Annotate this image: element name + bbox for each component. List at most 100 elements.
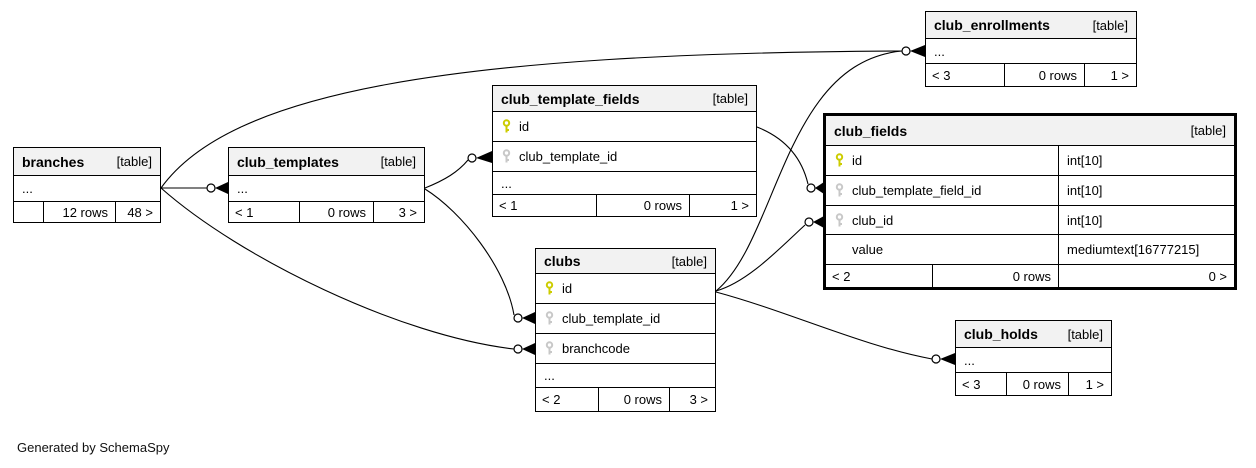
table-name: club_enrollments	[934, 17, 1050, 33]
children-count: 0 >	[1058, 265, 1234, 287]
children-count: 1 >	[1084, 64, 1136, 86]
generator-note: Generated by SchemaSpy	[17, 440, 170, 455]
parents-count: < 1	[235, 204, 254, 220]
edge-branches-club_enrollments	[160, 50, 903, 189]
primary-key-icon	[835, 153, 844, 167]
table-branches[interactable]: branches [table] ... 12 rows 48 >	[13, 147, 161, 223]
column-type: int[10]	[1058, 176, 1234, 205]
column-type: mediumtext[16777215]	[1058, 235, 1234, 264]
column-name: id	[519, 119, 530, 134]
hidden-columns-row: ...	[493, 172, 756, 195]
column-name: branchcode	[562, 341, 630, 356]
column-row-value: value mediumtext[16777215]	[826, 235, 1234, 265]
hidden-columns-row: ...	[229, 176, 424, 202]
table-club_fields[interactable]: club_fields [table] id int[10] club_temp…	[823, 113, 1237, 290]
table-club_fields-header[interactable]: club_fields [table]	[826, 116, 1234, 146]
table-name: club_holds	[964, 326, 1038, 342]
edge-clubs-club_holds	[715, 291, 933, 360]
column-row-club_template_id: club_template_id	[493, 142, 756, 172]
foreign-key-icon	[545, 311, 554, 325]
hidden-columns-row: ...	[14, 176, 160, 202]
table-clubs[interactable]: clubs [table] id club_template_id branch…	[535, 248, 716, 412]
rows-count: 0 rows	[596, 195, 689, 216]
column-name: value	[852, 242, 884, 257]
hidden-columns-row: ...	[926, 39, 1136, 64]
column-row-id: id	[536, 274, 715, 304]
table-branches-header[interactable]: branches [table]	[14, 148, 160, 176]
table-tag: [table]	[671, 253, 707, 269]
marker-club_fields-club_id	[804, 216, 824, 228]
table-tag: [table]	[1190, 123, 1226, 138]
hidden-columns-row: ...	[956, 348, 1111, 373]
marker-club_templates	[206, 182, 228, 194]
column-name: club_template_id	[519, 149, 618, 164]
table-footer: < 2 0 rows 0 >	[826, 265, 1234, 287]
marker-clubs-club_template_id	[513, 312, 535, 324]
table-club_templates[interactable]: club_templates [table] ... < 1 0 rows 3 …	[228, 147, 425, 223]
edge-branches-clubs-branchcode	[160, 187, 515, 350]
table-tag: [table]	[380, 154, 416, 169]
column-row-club_template_field_id: club_template_field_id int[10]	[826, 176, 1234, 206]
column-row-club_id: club_id int[10]	[826, 206, 1234, 235]
column-name: club_id	[852, 212, 894, 228]
table-clubs-header[interactable]: clubs [table]	[536, 249, 715, 274]
parents-count: < 2	[832, 268, 851, 284]
column-row-club_template_id: club_template_id	[536, 304, 715, 334]
rows-count: 0 rows	[932, 265, 1058, 287]
children-count: 3 >	[669, 388, 715, 411]
foreign-key-icon	[835, 212, 844, 226]
column-name: id	[562, 281, 573, 296]
children-count: 1 >	[689, 195, 756, 216]
children-count: 48 >	[115, 202, 160, 222]
table-footer: < 2 0 rows 3 >	[536, 388, 715, 411]
column-name: club_template_field_id	[852, 183, 982, 198]
parents-count: < 3	[962, 376, 981, 392]
parents-count: < 3	[932, 67, 951, 83]
rows-count: 12 rows	[43, 202, 115, 222]
primary-key-icon	[545, 281, 554, 295]
table-club_template_fields[interactable]: club_template_fields [table] id club_tem…	[492, 85, 757, 217]
children-count: 3 >	[373, 202, 424, 222]
edge-clubs-club_enrollments	[715, 50, 903, 292]
table-club_holds-header[interactable]: club_holds [table]	[956, 321, 1111, 348]
marker-club_holds	[931, 353, 955, 365]
table-footer: < 3 0 rows 1 >	[956, 373, 1111, 395]
rows-count: 0 rows	[299, 202, 373, 222]
table-club_enrollments-header[interactable]: club_enrollments [table]	[926, 12, 1136, 39]
rows-count: 0 rows	[1006, 373, 1068, 395]
table-club_template_fields-header[interactable]: club_template_fields [table]	[493, 86, 756, 112]
table-name: club_templates	[237, 153, 339, 170]
table-footer: < 3 0 rows 1 >	[926, 64, 1136, 86]
children-count: 1 >	[1068, 373, 1111, 395]
rows-count: 0 rows	[598, 388, 669, 411]
marker-club_template_fields-club_template_id	[467, 151, 492, 163]
table-club_holds[interactable]: club_holds [table] ... < 3 0 rows 1 >	[955, 320, 1112, 396]
table-club_templates-header[interactable]: club_templates [table]	[229, 148, 424, 176]
table-name: club_template_fields	[501, 90, 640, 107]
column-name: club_template_id	[562, 311, 661, 326]
table-tag: [table]	[1092, 17, 1128, 33]
foreign-key-icon	[502, 149, 511, 163]
rows-count: 0 rows	[1004, 64, 1084, 86]
table-footer: < 1 0 rows 1 >	[493, 195, 756, 216]
foreign-key-icon	[545, 341, 554, 355]
edge-club_template_fields-club_fields	[756, 126, 809, 185]
column-row-id: id int[10]	[826, 146, 1234, 176]
table-club_enrollments[interactable]: club_enrollments [table] ... < 3 0 rows …	[925, 11, 1137, 87]
marker-clubs-branchcode	[513, 343, 535, 355]
table-footer: < 1 0 rows 3 >	[229, 202, 424, 222]
column-name: id	[852, 153, 863, 168]
marker-club_enrollments	[901, 45, 925, 57]
parents-count: < 1	[499, 198, 518, 213]
table-name: clubs	[544, 253, 581, 269]
foreign-key-icon	[835, 183, 844, 197]
edge-clubs-club_fields-club_id	[715, 224, 806, 292]
parents-count	[14, 202, 43, 222]
table-tag: [table]	[712, 91, 748, 106]
column-row-branchcode: branchcode	[536, 334, 715, 364]
column-type: int[10]	[1058, 206, 1234, 234]
table-name: branches	[22, 153, 85, 170]
table-tag: [table]	[116, 154, 152, 169]
